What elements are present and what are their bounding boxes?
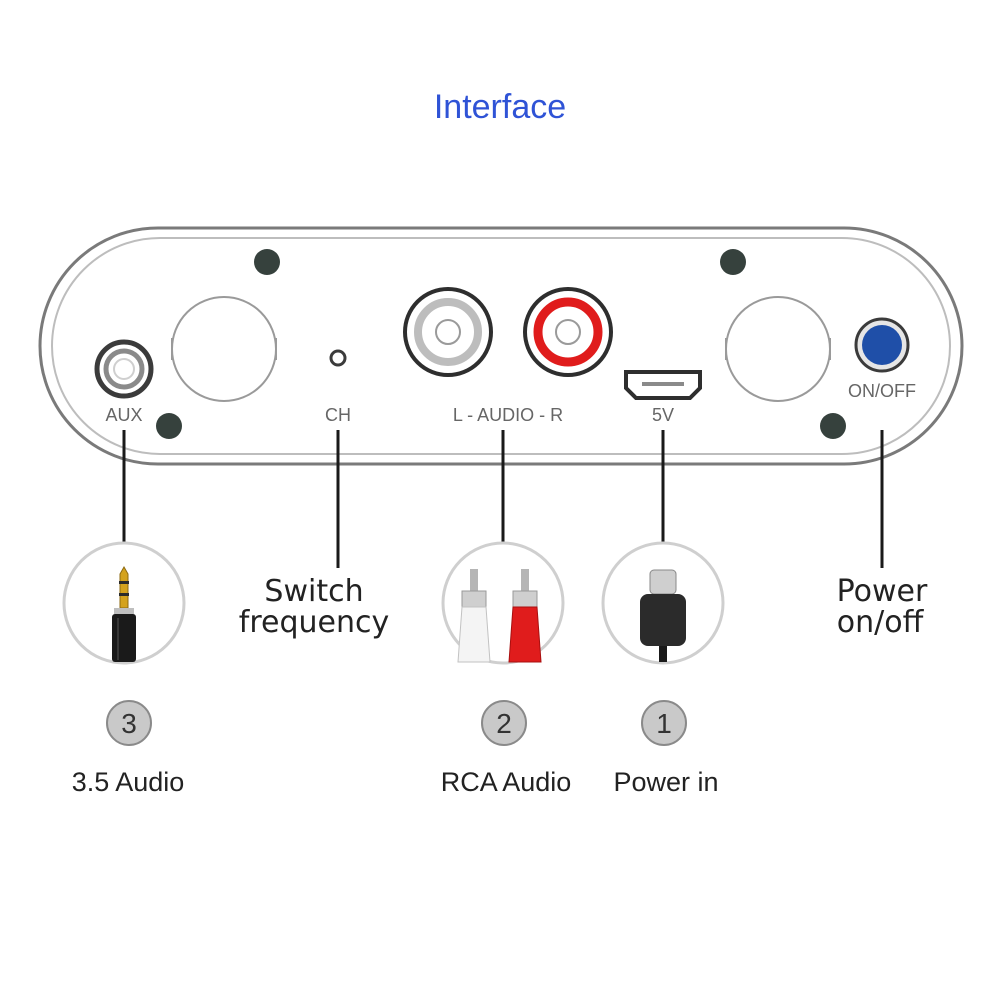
rca-left-jack[interactable] [403,287,493,377]
badge-1: 1 [641,700,687,746]
power-button[interactable] [854,317,910,373]
page-title: Interface [433,88,567,126]
badge-1-number: 1 [656,708,672,739]
screw [720,249,746,275]
badge-3-number: 3 [121,708,137,739]
caption-power-in: Power in [613,767,718,797]
badge-2-number: 2 [496,708,512,739]
aux-jack[interactable] [94,339,154,399]
rca-plug-callout [441,541,565,665]
badge-2: 2 [481,700,527,746]
screw [820,413,846,439]
device-panel: AUX CH L - AUDIO - R 5V ON/OFF [38,226,964,466]
badge-3: 3 [106,700,152,746]
switch-frequency-line1: Switch [264,574,363,609]
panel-recess-left [171,296,277,402]
screw [254,249,280,275]
power-port-label: 5V [652,405,674,425]
ch-button[interactable] [329,349,347,367]
power-onoff-line1: Power [837,574,928,609]
aux-plug-icon [112,565,136,662]
screw [156,413,182,439]
usb-power-port[interactable] [624,370,702,400]
caption-3-5-audio: 3.5 Audio [72,767,185,797]
usb-plug-callout [601,541,725,665]
power-onoff-line2: on/off [837,605,925,640]
audio-label: L - AUDIO - R [453,405,563,425]
rca-plug-icon [457,569,542,663]
caption-rca-audio: RCA Audio [441,767,572,797]
switch-frequency-line2: frequency [239,605,389,640]
usb-c-plug-icon [640,569,686,662]
rca-right-jack[interactable] [523,287,613,377]
aux-label: AUX [105,405,142,425]
ch-label: CH [325,405,351,425]
leader-lines [122,430,884,568]
panel-recess-right [725,296,831,402]
power-switch-label: ON/OFF [848,381,916,401]
aux-plug-callout [62,541,186,665]
